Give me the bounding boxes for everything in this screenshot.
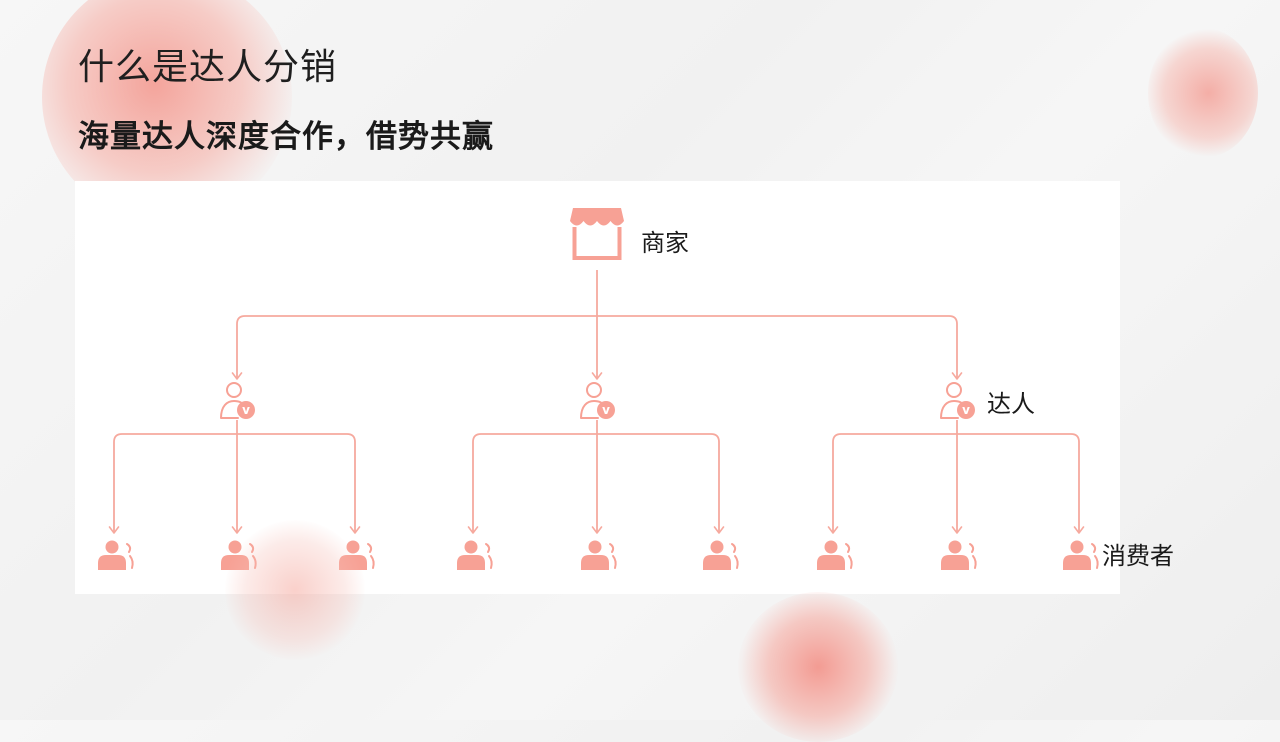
- verified-badge: v: [597, 401, 615, 419]
- influencer-label: 达人: [987, 390, 1035, 418]
- connector-line: [113, 433, 356, 533]
- verified-user-icon: v: [580, 382, 615, 419]
- decorative-blob-bottom: [738, 592, 898, 742]
- influencer-node: v: [580, 382, 615, 419]
- influencer-node: v: [940, 382, 975, 419]
- user-group-icon: [817, 540, 853, 570]
- user-group-icon: [98, 540, 134, 570]
- user-group-icon: [703, 540, 739, 570]
- badge-text: v: [242, 403, 250, 417]
- verified-user-icon: v: [940, 382, 975, 419]
- verified-user-icon: v: [220, 382, 255, 419]
- user-group-icon: [457, 540, 493, 570]
- consumer-node: [581, 540, 617, 570]
- verified-badge: v: [957, 401, 975, 419]
- user-group-icon: [941, 540, 977, 570]
- page-subtitle: 海量达人深度合作，借势共赢: [78, 119, 494, 155]
- decorative-blob-top-right: [1148, 28, 1258, 158]
- influencer-node: v: [220, 382, 255, 419]
- badge-text: v: [962, 403, 970, 417]
- consumer-label: 消费者: [1102, 542, 1174, 570]
- page-title: 什么是达人分销: [78, 47, 338, 88]
- storefront-icon: [570, 208, 624, 260]
- consumer-node: [941, 540, 977, 570]
- user-group-icon: [1063, 540, 1099, 570]
- connector-line: [472, 433, 720, 533]
- consumer-node: [703, 540, 739, 570]
- connector-lines: [113, 270, 1080, 533]
- merchant-label: 商家: [641, 229, 689, 257]
- consumer-node: [817, 540, 853, 570]
- consumer-node: [1063, 540, 1099, 570]
- consumer-node: [457, 540, 493, 570]
- connector-line: [236, 315, 958, 379]
- badge-text: v: [602, 403, 610, 417]
- consumer-node: [98, 540, 134, 570]
- decorative-blob-center: [225, 520, 365, 660]
- connector-line: [832, 433, 1080, 533]
- merchant-node: [570, 208, 624, 260]
- verified-badge: v: [237, 401, 255, 419]
- user-group-icon: [581, 540, 617, 570]
